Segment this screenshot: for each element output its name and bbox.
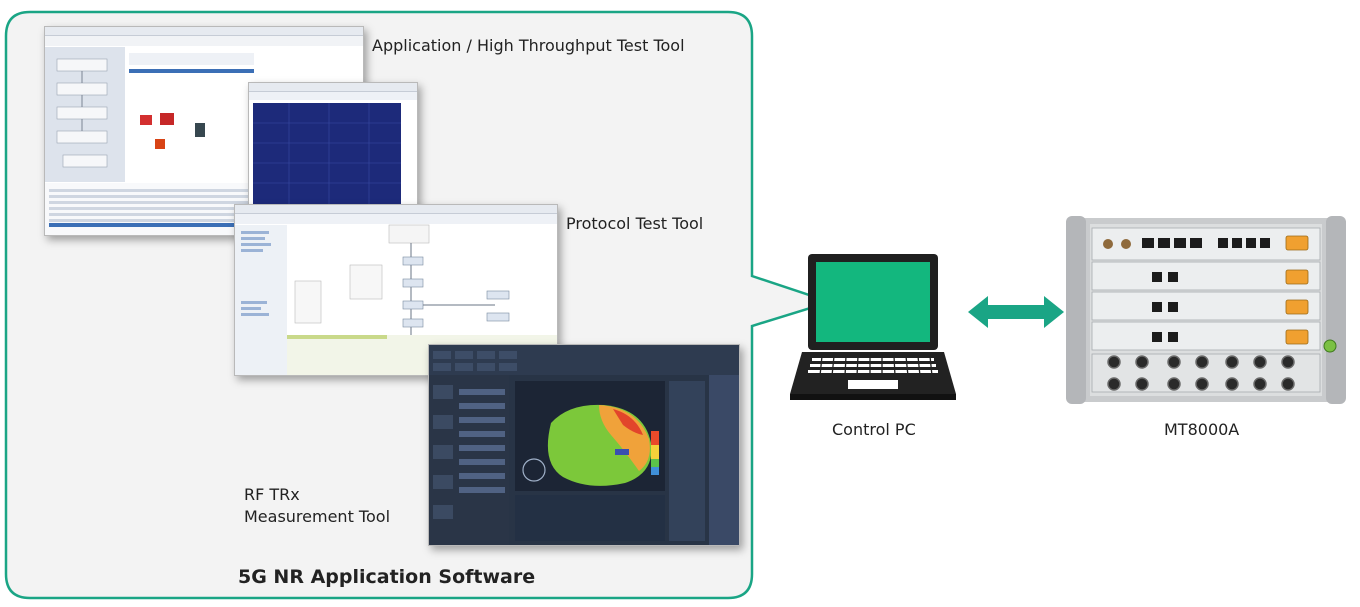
mt8000a-label: MT8000A [1164, 420, 1240, 439]
bidirectional-arrow-icon [968, 296, 1064, 328]
protocol-tool-label: Protocol Test Tool [566, 214, 704, 233]
application-tool-label: Application / High Throughput Test Tool [372, 36, 685, 55]
software-panel-title: 5G NR Application Software [238, 566, 536, 588]
protocol-tool-screenshot [234, 204, 558, 376]
rf-measurement-label-line2: Measurement Tool [244, 507, 391, 526]
throughput-graph-screenshot [248, 82, 418, 214]
rf-measurement-screenshot [428, 344, 740, 546]
mt8000a-instrument-icon [1066, 216, 1346, 404]
rf-measurement-tool-label: RF TRx Measurement Tool [244, 484, 390, 528]
control-pc-label: Control PC [832, 420, 916, 439]
rf-measurement-label-line1: RF TRx [244, 485, 300, 504]
laptop-icon [790, 254, 956, 400]
